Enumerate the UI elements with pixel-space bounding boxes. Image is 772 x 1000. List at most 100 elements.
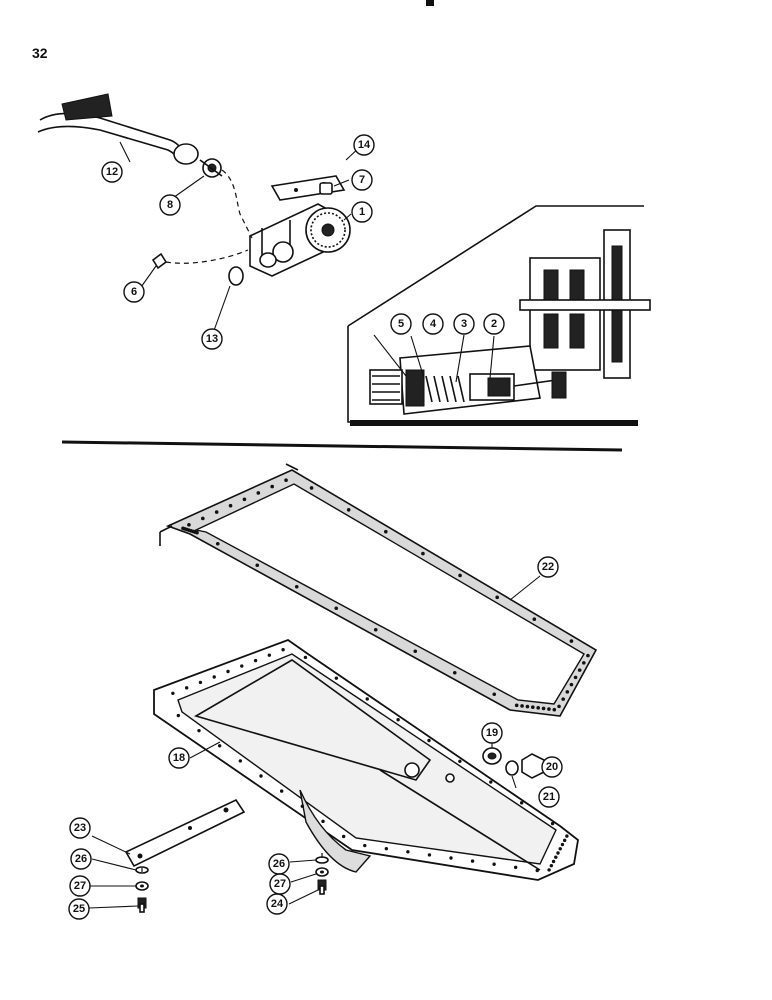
callout-5: 5 (390, 313, 412, 335)
bolt-hole (556, 851, 560, 855)
callout-18: 18 (168, 747, 190, 769)
section-divider (61, 440, 623, 452)
bolt-hole (565, 834, 569, 838)
bolt-hole (458, 573, 462, 578)
svg-text:1: 1 (359, 206, 365, 218)
bolt-hole (582, 661, 586, 665)
svg-text:23: 23 (74, 822, 86, 834)
svg-text:3: 3 (461, 318, 467, 330)
hardware-alignment (141, 852, 323, 872)
svg-text:22: 22 (542, 561, 554, 573)
bolt-hole (184, 686, 189, 690)
callout-14: 14 (353, 134, 375, 156)
svg-text:24: 24 (271, 898, 284, 910)
oil-pan (153, 638, 579, 881)
drain-plug (482, 747, 502, 765)
bolt-hole (492, 692, 497, 697)
support-bracket (124, 798, 246, 868)
bolt-hole (217, 744, 222, 748)
relief-valve-plug (151, 252, 168, 270)
bolt-hole (427, 853, 432, 857)
bolt-hole (470, 859, 475, 863)
callout-2: 2 (483, 313, 505, 335)
svg-text:21: 21 (543, 791, 555, 803)
bolt-hole (303, 655, 308, 660)
bolt-hole (270, 484, 274, 489)
bolt-hole (365, 697, 369, 701)
cover-plate (270, 175, 346, 201)
svg-text:6: 6 (131, 286, 137, 298)
bolt-hole (198, 680, 203, 685)
drain-hole (404, 762, 420, 778)
drain-adapter (521, 753, 545, 779)
bolt-hole (281, 648, 285, 652)
bolt-hole (215, 541, 220, 546)
bolt-hole (549, 863, 554, 868)
bolt-hole (197, 728, 201, 733)
bolt-hole (181, 526, 185, 531)
bolt-hole (427, 738, 431, 743)
callout-27-bracket: 27 (69, 875, 91, 897)
svg-text:27: 27 (74, 880, 86, 892)
svg-text:27: 27 (274, 878, 286, 890)
bolt-hole (489, 780, 493, 784)
svg-text:13: 13 (206, 333, 218, 345)
bolt-hole (558, 847, 562, 851)
leader-lines (88, 141, 553, 909)
svg-text:26: 26 (273, 858, 285, 870)
oil-pan-gasket (159, 463, 598, 717)
bolt-hole (279, 789, 284, 793)
bolt-hole (300, 804, 305, 808)
callout-19: 19 (481, 722, 503, 744)
bolt-hole (514, 703, 519, 708)
pan-hardware (315, 856, 329, 895)
bolt-hole (547, 707, 551, 711)
bolt-hole (562, 838, 567, 843)
svg-text:12: 12 (106, 166, 118, 178)
bolt-hole (532, 617, 537, 621)
callout-22: 22 (537, 556, 559, 578)
callout-21: 21 (538, 786, 560, 808)
bolt-hole (334, 606, 339, 611)
bolt-hole (384, 846, 389, 851)
bolt-hole (413, 649, 418, 654)
callout-26-bracket: 26 (70, 848, 92, 870)
bolt-hole (341, 834, 346, 839)
svg-text:20: 20 (546, 761, 558, 773)
svg-text:8: 8 (167, 199, 173, 211)
bolt-hole (557, 704, 561, 709)
bolt-hole (421, 551, 425, 556)
bolt-hole (520, 704, 524, 708)
bolt-hole (214, 510, 219, 514)
bolt-hole (321, 819, 325, 824)
bolt-hole (176, 713, 181, 718)
bolt-hole (561, 697, 565, 701)
callout-26-pan: 26 (268, 853, 290, 875)
bracket-hardware (135, 866, 149, 913)
callout-23: 23 (69, 817, 91, 839)
callout-20: 20 (541, 756, 563, 778)
callout-25: 25 (68, 898, 90, 920)
bolt-hole (525, 704, 530, 709)
svg-text:5: 5 (398, 318, 404, 330)
callout-13: 13 (201, 328, 223, 350)
bolt-hole (334, 676, 339, 680)
bolt-hole (492, 862, 496, 866)
callout-7: 7 (351, 169, 373, 191)
svg-text:7: 7 (359, 174, 365, 186)
bolt-hole (212, 675, 216, 679)
bolt-hole (552, 707, 557, 712)
connector-fitting (199, 158, 223, 178)
svg-text:14: 14 (358, 139, 371, 151)
bolt-hole (201, 516, 205, 521)
callout-8: 8 (159, 194, 181, 216)
tube-fitting-nut (173, 143, 199, 165)
pan-bolt-holes (171, 648, 569, 873)
oil-pan-sump (299, 789, 372, 873)
bolt-hole (560, 842, 565, 847)
bolt-hole (346, 508, 351, 512)
bolt-hole (535, 868, 539, 873)
bolt-hole (406, 850, 410, 854)
